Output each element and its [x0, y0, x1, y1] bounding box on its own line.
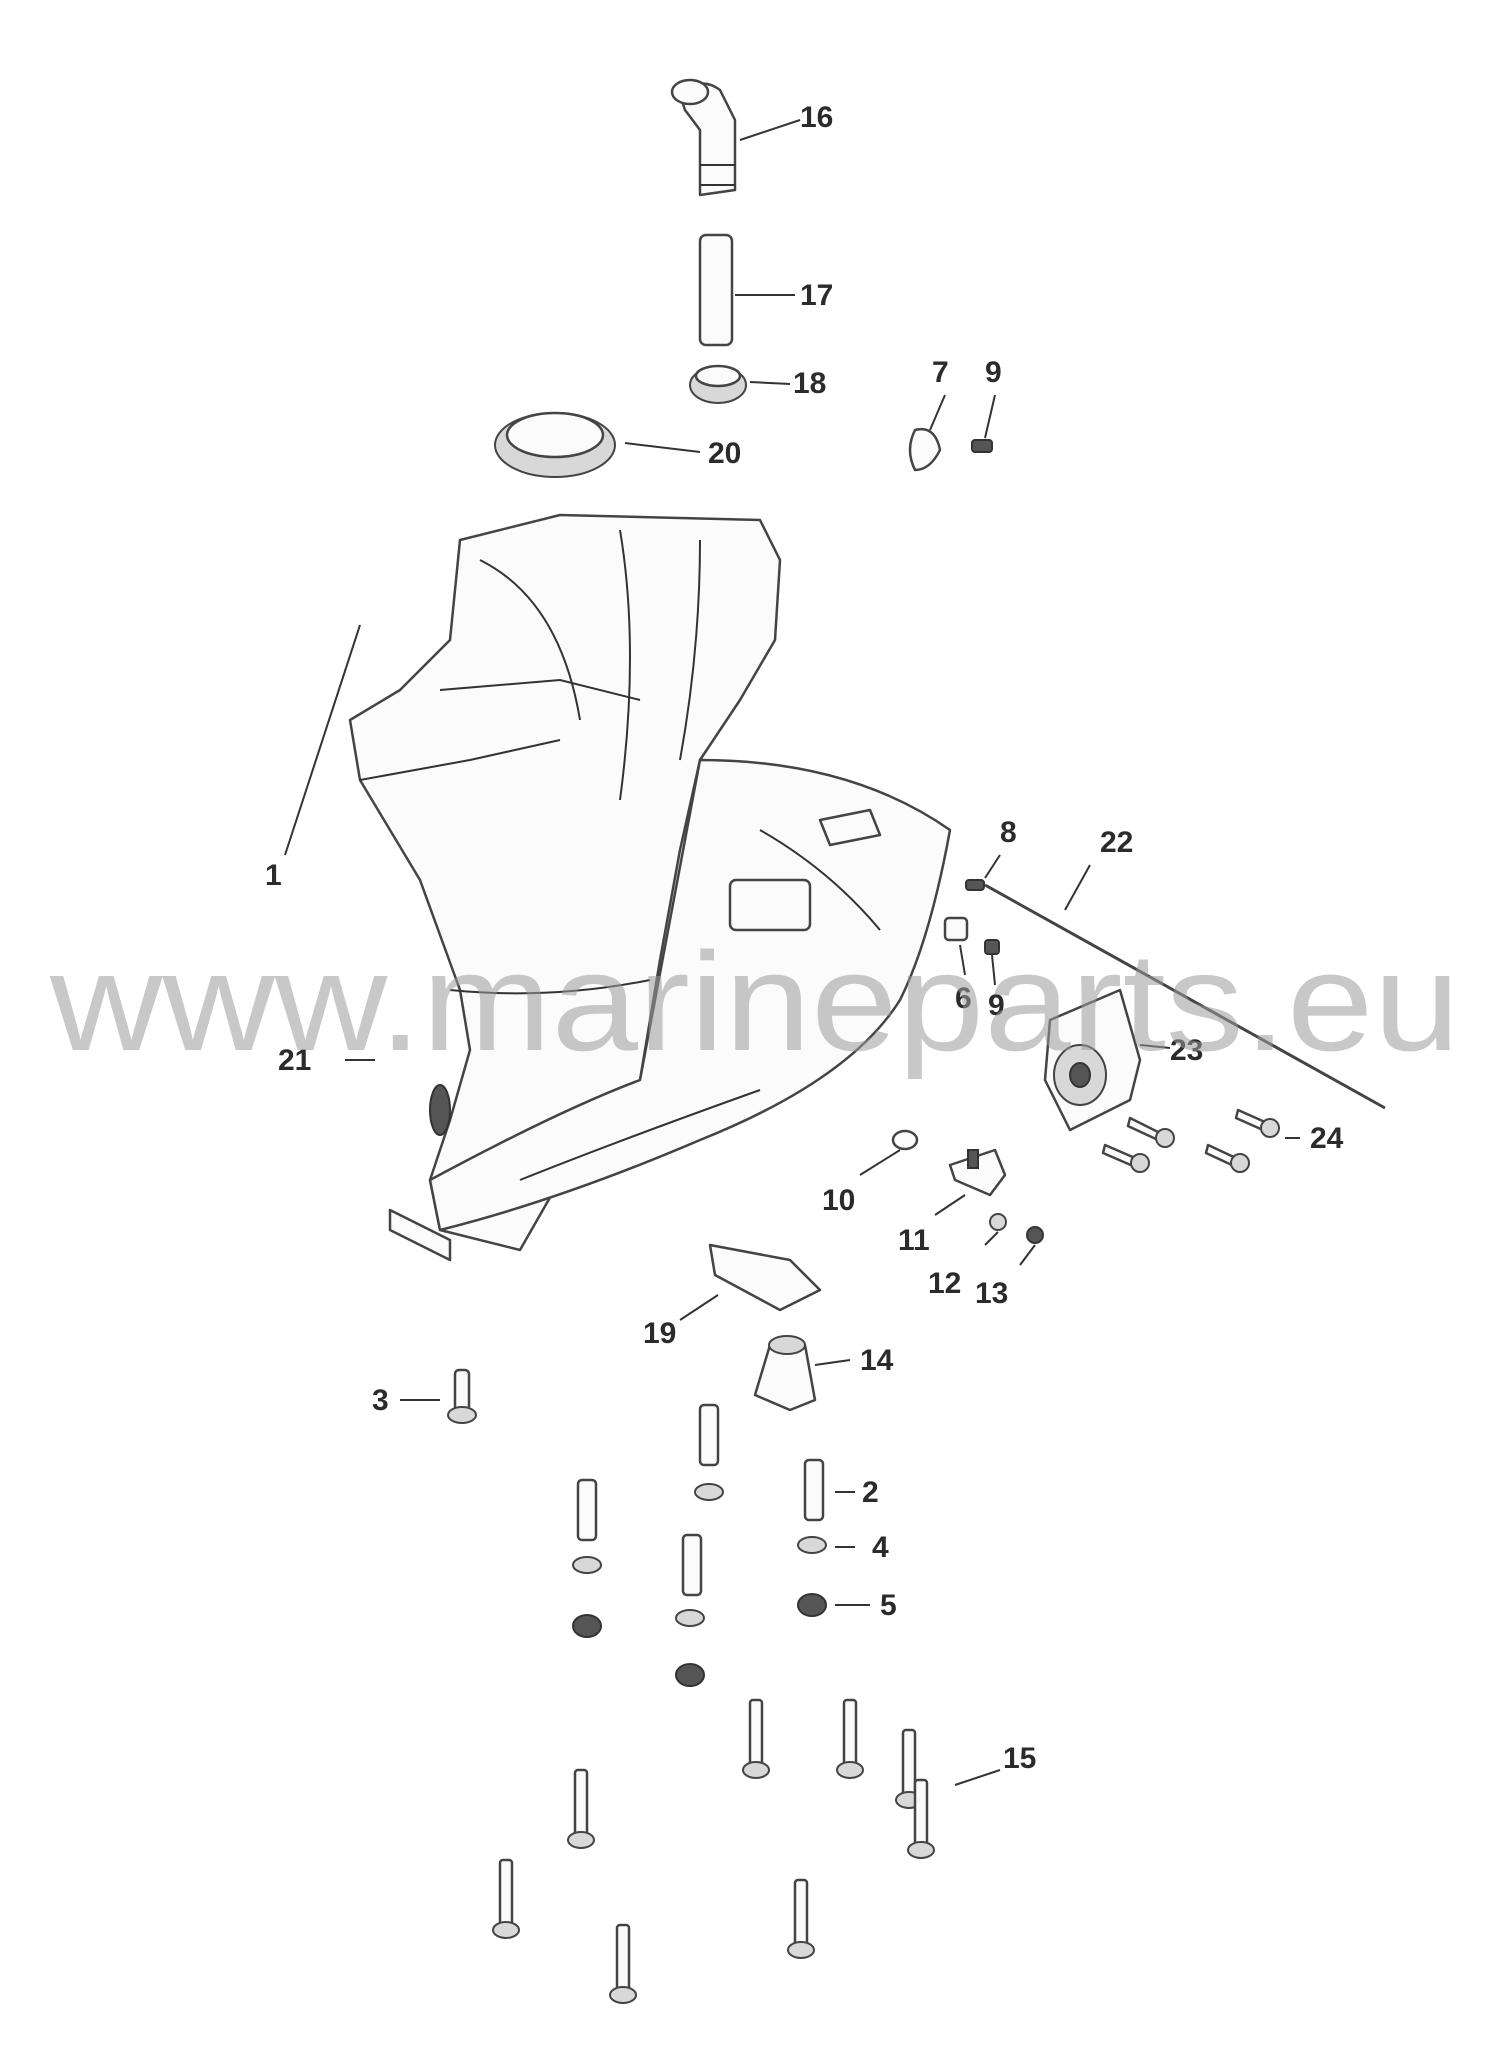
- part-24-bolts: [1101, 1108, 1280, 1173]
- part-16-elbow-hose: [670, 78, 737, 197]
- callout-9-upper: 9: [985, 356, 1002, 389]
- part-13-screw: [1026, 1226, 1044, 1244]
- callout-3: 3: [372, 1384, 389, 1417]
- part-6-bushing: [943, 916, 969, 942]
- callout-22: 22: [1100, 826, 1133, 859]
- part-7-clip: [908, 427, 942, 472]
- callout-5: 5: [880, 1589, 897, 1622]
- part-11-lever: [948, 1148, 1007, 1197]
- watermark: www.marineparts.eu: [49, 923, 1460, 1080]
- callout-10: 10: [822, 1184, 855, 1217]
- part-8-fitting: [965, 879, 985, 891]
- part-10-o-ring: [891, 1129, 919, 1151]
- callout-9-lower: 9: [988, 989, 1005, 1022]
- callout-6: 6: [955, 982, 972, 1015]
- part-20-seal-ring: [494, 411, 616, 478]
- leader-lines: [284, 119, 1300, 1786]
- callout-8: 8: [1000, 816, 1017, 849]
- part-19-anode: [708, 1243, 822, 1312]
- part-18-grommet: [689, 364, 747, 404]
- part-17-tube: [698, 233, 734, 347]
- part-12-washer: [989, 1213, 1007, 1231]
- callouts: 16 17 18 20 7 9 1 8 22 6 9 23 24 21 10 1…: [265, 101, 1344, 1775]
- part-3-bolt: [447, 1368, 477, 1424]
- part-14-nozzle: [753, 1335, 817, 1412]
- part-9-screw-upper: [971, 439, 993, 453]
- part-1-driveshaft-housing: [348, 513, 952, 1262]
- callout-16: 16: [800, 101, 833, 134]
- part-2-studs: [576, 1403, 825, 1597]
- callout-18: 18: [793, 367, 826, 400]
- part-9-screw-lower: [984, 939, 1000, 955]
- callout-1: 1: [265, 859, 282, 892]
- part-22-rod: [984, 883, 1386, 1110]
- callout-2: 2: [862, 1476, 879, 1509]
- callout-24: 24: [1310, 1122, 1344, 1155]
- callout-7: 7: [932, 356, 949, 389]
- part-23-mount: [1043, 988, 1142, 1132]
- callout-23: 23: [1170, 1034, 1203, 1067]
- callout-17: 17: [800, 279, 833, 312]
- callout-15: 15: [1003, 1742, 1036, 1775]
- part-5-nuts: [572, 1593, 827, 1687]
- callout-4: 4: [872, 1531, 889, 1564]
- part-15-bolts: [492, 1698, 935, 2004]
- callout-13: 13: [975, 1277, 1008, 1310]
- callout-12: 12: [928, 1267, 961, 1300]
- part-4-washers: [572, 1483, 827, 1627]
- callout-21: 21: [278, 1044, 311, 1077]
- callout-20: 20: [708, 437, 741, 470]
- callout-11: 11: [898, 1224, 930, 1257]
- callout-19: 19: [643, 1317, 676, 1350]
- callout-14: 14: [860, 1344, 894, 1377]
